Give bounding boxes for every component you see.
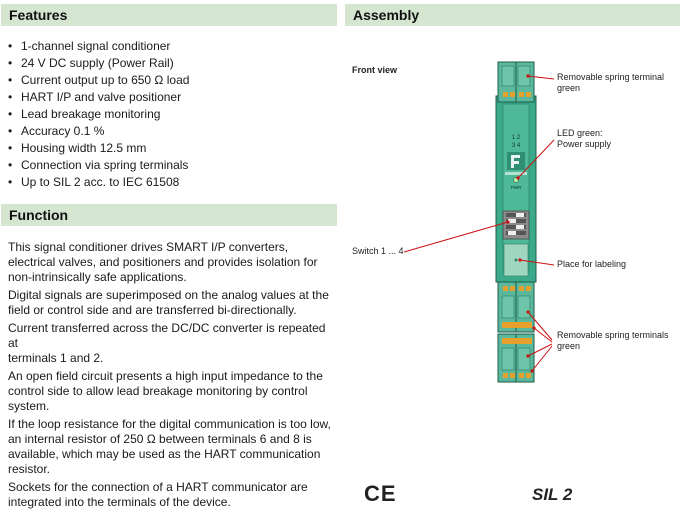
- callout-labeling: Place for labeling: [557, 259, 627, 269]
- text-line: An open field circuit presents a high in…: [8, 369, 323, 383]
- text-line: field or control side and are transferre…: [8, 303, 297, 317]
- text-line: an internal resistor of 250 Ω between te…: [8, 432, 312, 446]
- callout-line: Removable spring terminal: [557, 72, 665, 82]
- feature-item: Connection via spring terminals: [8, 157, 189, 174]
- bottom-terminal-upper: [497, 281, 535, 333]
- function-title: Function: [9, 207, 69, 223]
- led-label: PWR: [511, 185, 522, 190]
- assembly-title: Assembly: [353, 7, 420, 23]
- text-line: This signal conditioner drives SMART I/P…: [8, 240, 289, 254]
- callout-lines: [403, 75, 555, 372]
- text-line: non-intrinsically safe applications.: [8, 270, 187, 284]
- function-header: Function: [1, 204, 337, 226]
- feature-item: Up to SIL 2 acc. to IEC 61508: [8, 174, 189, 191]
- function-paragraph: An open field circuit presents a high in…: [8, 369, 338, 414]
- function-paragraph: This signal conditioner drives SMART I/P…: [8, 240, 338, 285]
- sil-mark: SIL 2: [532, 485, 573, 504]
- dip-switch-block: [502, 210, 530, 240]
- callout-line: Removable spring terminals: [557, 330, 669, 340]
- front-panel: [502, 103, 530, 271]
- text-line: Digital signals are superimposed on the …: [8, 288, 329, 302]
- callout-line: Power supply: [557, 139, 612, 149]
- ce-mark: CE: [364, 481, 397, 506]
- text-line: Sockets for the connection of a HART com…: [8, 480, 308, 494]
- callout-line: green: [557, 83, 581, 93]
- text-line: available, which may be used as the HART…: [8, 447, 321, 461]
- feature-item: Current output up to 650 Ω load: [8, 72, 189, 89]
- callout-line: LED green:: [557, 128, 603, 138]
- callout-arrowheads: [506, 74, 536, 373]
- text-line: Current transferred across the DC/DC con…: [8, 321, 326, 350]
- text-line: terminals 1 and 2.: [8, 351, 104, 365]
- feature-item: Housing width 12.5 mm: [8, 140, 189, 157]
- logo-glyph-icon: [511, 155, 520, 168]
- text-line: If the loop resistance for the digital c…: [8, 417, 331, 431]
- text-line: system.: [8, 399, 50, 413]
- assembly-header: Assembly: [345, 4, 680, 26]
- feature-item: 24 V DC supply (Power Rail): [8, 55, 189, 72]
- callout-led: LED green:Power supply: [557, 128, 611, 150]
- callout-switch: Switch 1 ... 4: [352, 246, 404, 256]
- feature-item: Accuracy 0.1 %: [8, 123, 189, 140]
- feature-item: 1-channel signal conditioner: [8, 38, 189, 55]
- feature-item: Lead breakage monitoring: [8, 106, 189, 123]
- callout-line: green: [557, 341, 581, 351]
- top-terminal: [497, 61, 535, 103]
- feature-item: HART I/P and valve positioner: [8, 89, 189, 106]
- bottom-terminal-lower: [497, 333, 535, 383]
- terminal-numbers-row2: 3 4: [512, 143, 521, 149]
- text-line: resistor.: [8, 462, 51, 476]
- front-view-label: Front view: [352, 65, 398, 75]
- function-paragraph: Current transferred across the DC/DC con…: [8, 321, 338, 366]
- features-title: Features: [9, 7, 68, 23]
- function-paragraph: Digital signals are superimposed on the …: [8, 288, 338, 318]
- features-header: Features: [1, 4, 337, 26]
- terminal-numbers-row1: 1 2: [512, 135, 521, 141]
- function-paragraph: If the loop resistance for the digital c…: [8, 417, 338, 477]
- text-line: electrical valves, and positioners and p…: [8, 255, 318, 269]
- features-list: 1-channel signal conditioner 24 V DC sup…: [8, 38, 189, 191]
- text-line: control side to allow lead breakage moni…: [8, 384, 308, 398]
- function-text: This signal conditioner drives SMART I/P…: [8, 240, 338, 513]
